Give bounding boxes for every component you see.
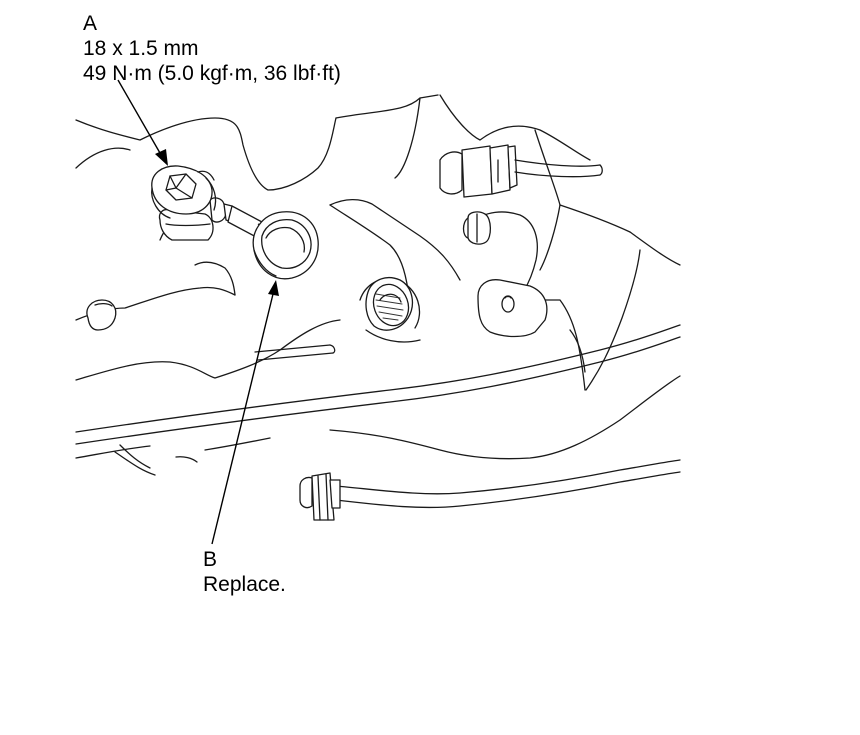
leader-line-a <box>117 79 165 161</box>
transmission-housing <box>75 94 681 476</box>
callout-b: B Replace. <box>203 547 286 597</box>
arrowhead-a <box>155 149 168 166</box>
leader-lines <box>117 79 279 545</box>
callout-a-size: 18 x 1.5 mm <box>83 37 199 60</box>
callout-a: A 18 x 1.5 mm 49 N·m (5.0 kgf·m, 36 lbf·… <box>83 11 341 86</box>
sealing-washer <box>252 211 319 280</box>
callout-a-letter: A <box>83 12 98 35</box>
arrowhead-b <box>268 280 279 296</box>
bracket <box>477 279 548 338</box>
banjo-bolt <box>151 165 265 241</box>
sensor-connector <box>439 144 603 198</box>
brake-line <box>299 459 681 521</box>
threaded-port <box>359 277 421 343</box>
callout-a-torque: 49 N·m (5.0 kgf·m, 36 lbf·ft) <box>83 62 341 85</box>
callout-b-note: Replace. <box>203 573 286 596</box>
mount-bolt <box>462 211 492 245</box>
leader-line-b <box>211 289 275 545</box>
callout-b-letter: B <box>203 548 218 571</box>
